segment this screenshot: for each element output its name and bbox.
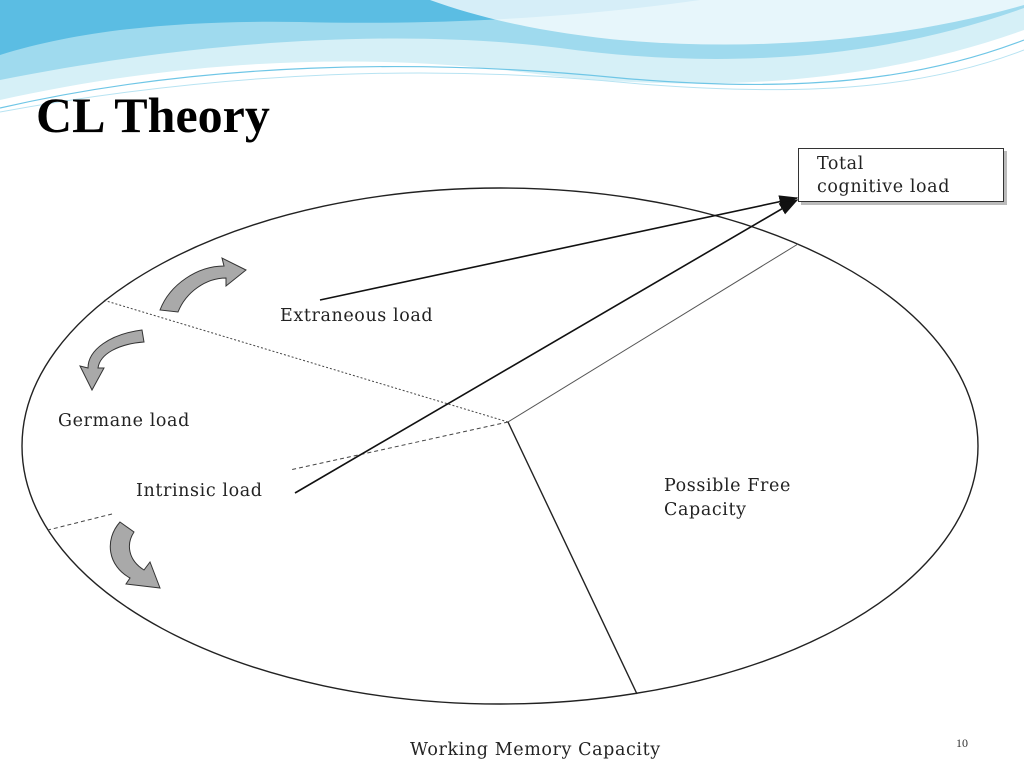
bottom-divider-line	[507, 421, 638, 695]
total-cognitive-load-box: Total cognitive load	[798, 148, 1004, 202]
intrinsic-load-label: Intrinsic load	[136, 481, 263, 501]
diagram-caption: Working Memory Capacity	[410, 740, 661, 760]
curved-arrow-icon	[159, 257, 247, 313]
slide-title: CL Theory	[36, 87, 270, 143]
curved-arrow-icon	[79, 329, 145, 392]
extraneous-load-label: Extraneous load	[280, 306, 434, 326]
intrinsic-to-total-arrow	[294, 199, 799, 494]
intrinsic-divider-line	[47, 513, 113, 531]
total-label-line1: Total	[817, 154, 864, 174]
curved-arrow-icon	[109, 521, 161, 589]
free-capacity-divider-line	[507, 243, 799, 423]
free-capacity-label-line2: Capacity	[664, 500, 747, 520]
extraneous-divider-line	[102, 299, 509, 423]
memory-capacity-ellipse	[21, 187, 979, 705]
germane-load-label: Germane load	[58, 411, 190, 431]
germane-divider-line	[289, 421, 509, 471]
free-capacity-label-line1: Possible Free	[664, 476, 791, 496]
total-label-line2: cognitive load	[817, 177, 951, 197]
page-number: 10	[956, 736, 968, 750]
header-wave-decoration	[0, 0, 1024, 140]
extraneous-to-total-arrow	[319, 195, 799, 301]
